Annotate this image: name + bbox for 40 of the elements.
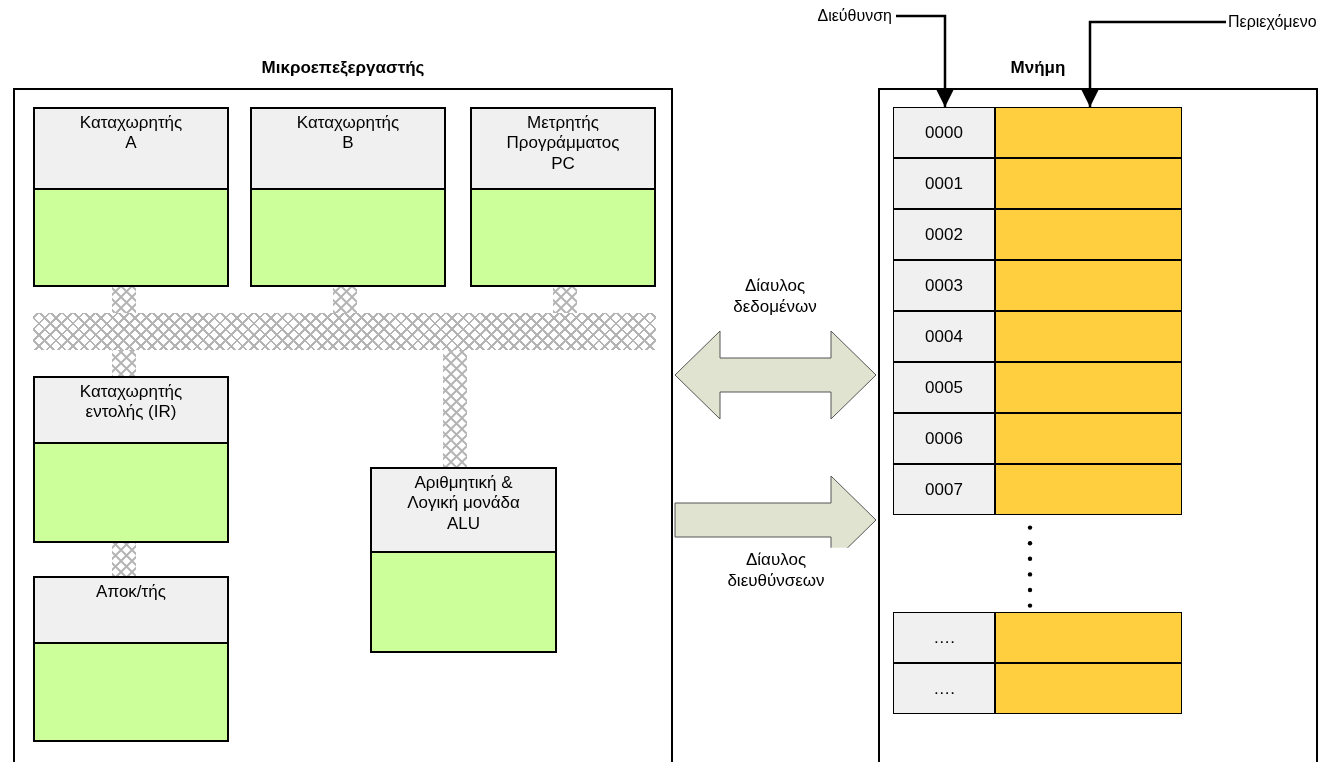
register-header: Καταχωρητής Α — [33, 107, 229, 190]
bus-connector — [112, 350, 136, 376]
address-cell: …. — [893, 612, 995, 663]
leader-label: Διεύθυνση — [817, 7, 892, 25]
address-cell: 0007 — [893, 464, 995, 515]
component-title: Μικροεπεξεργαστής — [260, 58, 426, 78]
content-cell — [995, 612, 1182, 663]
content-cell — [995, 663, 1182, 714]
bus-arrow — [674, 330, 877, 420]
bus-connector — [112, 287, 136, 313]
bus-connector — [443, 350, 467, 467]
address-cell: …. — [893, 663, 995, 714]
leader-line — [1081, 20, 1226, 107]
register-header: Καταχωρητής εντολής (IR) — [33, 376, 229, 444]
address-cell: 0005 — [893, 362, 995, 413]
bus-connector — [553, 287, 577, 313]
address-cell: 0006 — [893, 413, 995, 464]
address-cell: 0003 — [893, 260, 995, 311]
content-cell — [995, 413, 1182, 464]
register-header: Μετρητής Προγράμματος PC — [470, 107, 656, 190]
content-cell — [995, 311, 1182, 362]
component-title: Μνήμη — [1009, 58, 1067, 78]
register-header: Αριθμητική & Λογική μονάδα ALU — [370, 467, 557, 553]
content-cell — [995, 158, 1182, 209]
address-cell: 0002 — [893, 209, 995, 260]
content-cell — [995, 362, 1182, 413]
content-cell — [995, 464, 1182, 515]
register-header: Αποκ/τής — [33, 576, 229, 644]
content-cell — [995, 107, 1182, 158]
leader-line — [896, 14, 954, 107]
address-cell: 0000 — [893, 107, 995, 158]
data-bus — [33, 313, 656, 350]
content-cell — [995, 209, 1182, 260]
content-cell — [995, 260, 1182, 311]
address-cell: 0004 — [893, 311, 995, 362]
bus-connector — [333, 287, 357, 313]
bus-connector — [112, 543, 136, 576]
leader-label: Περιεχόμενο — [1228, 13, 1317, 31]
register-header: Καταχωρητής Β — [250, 107, 446, 190]
address-cell: 0001 — [893, 158, 995, 209]
